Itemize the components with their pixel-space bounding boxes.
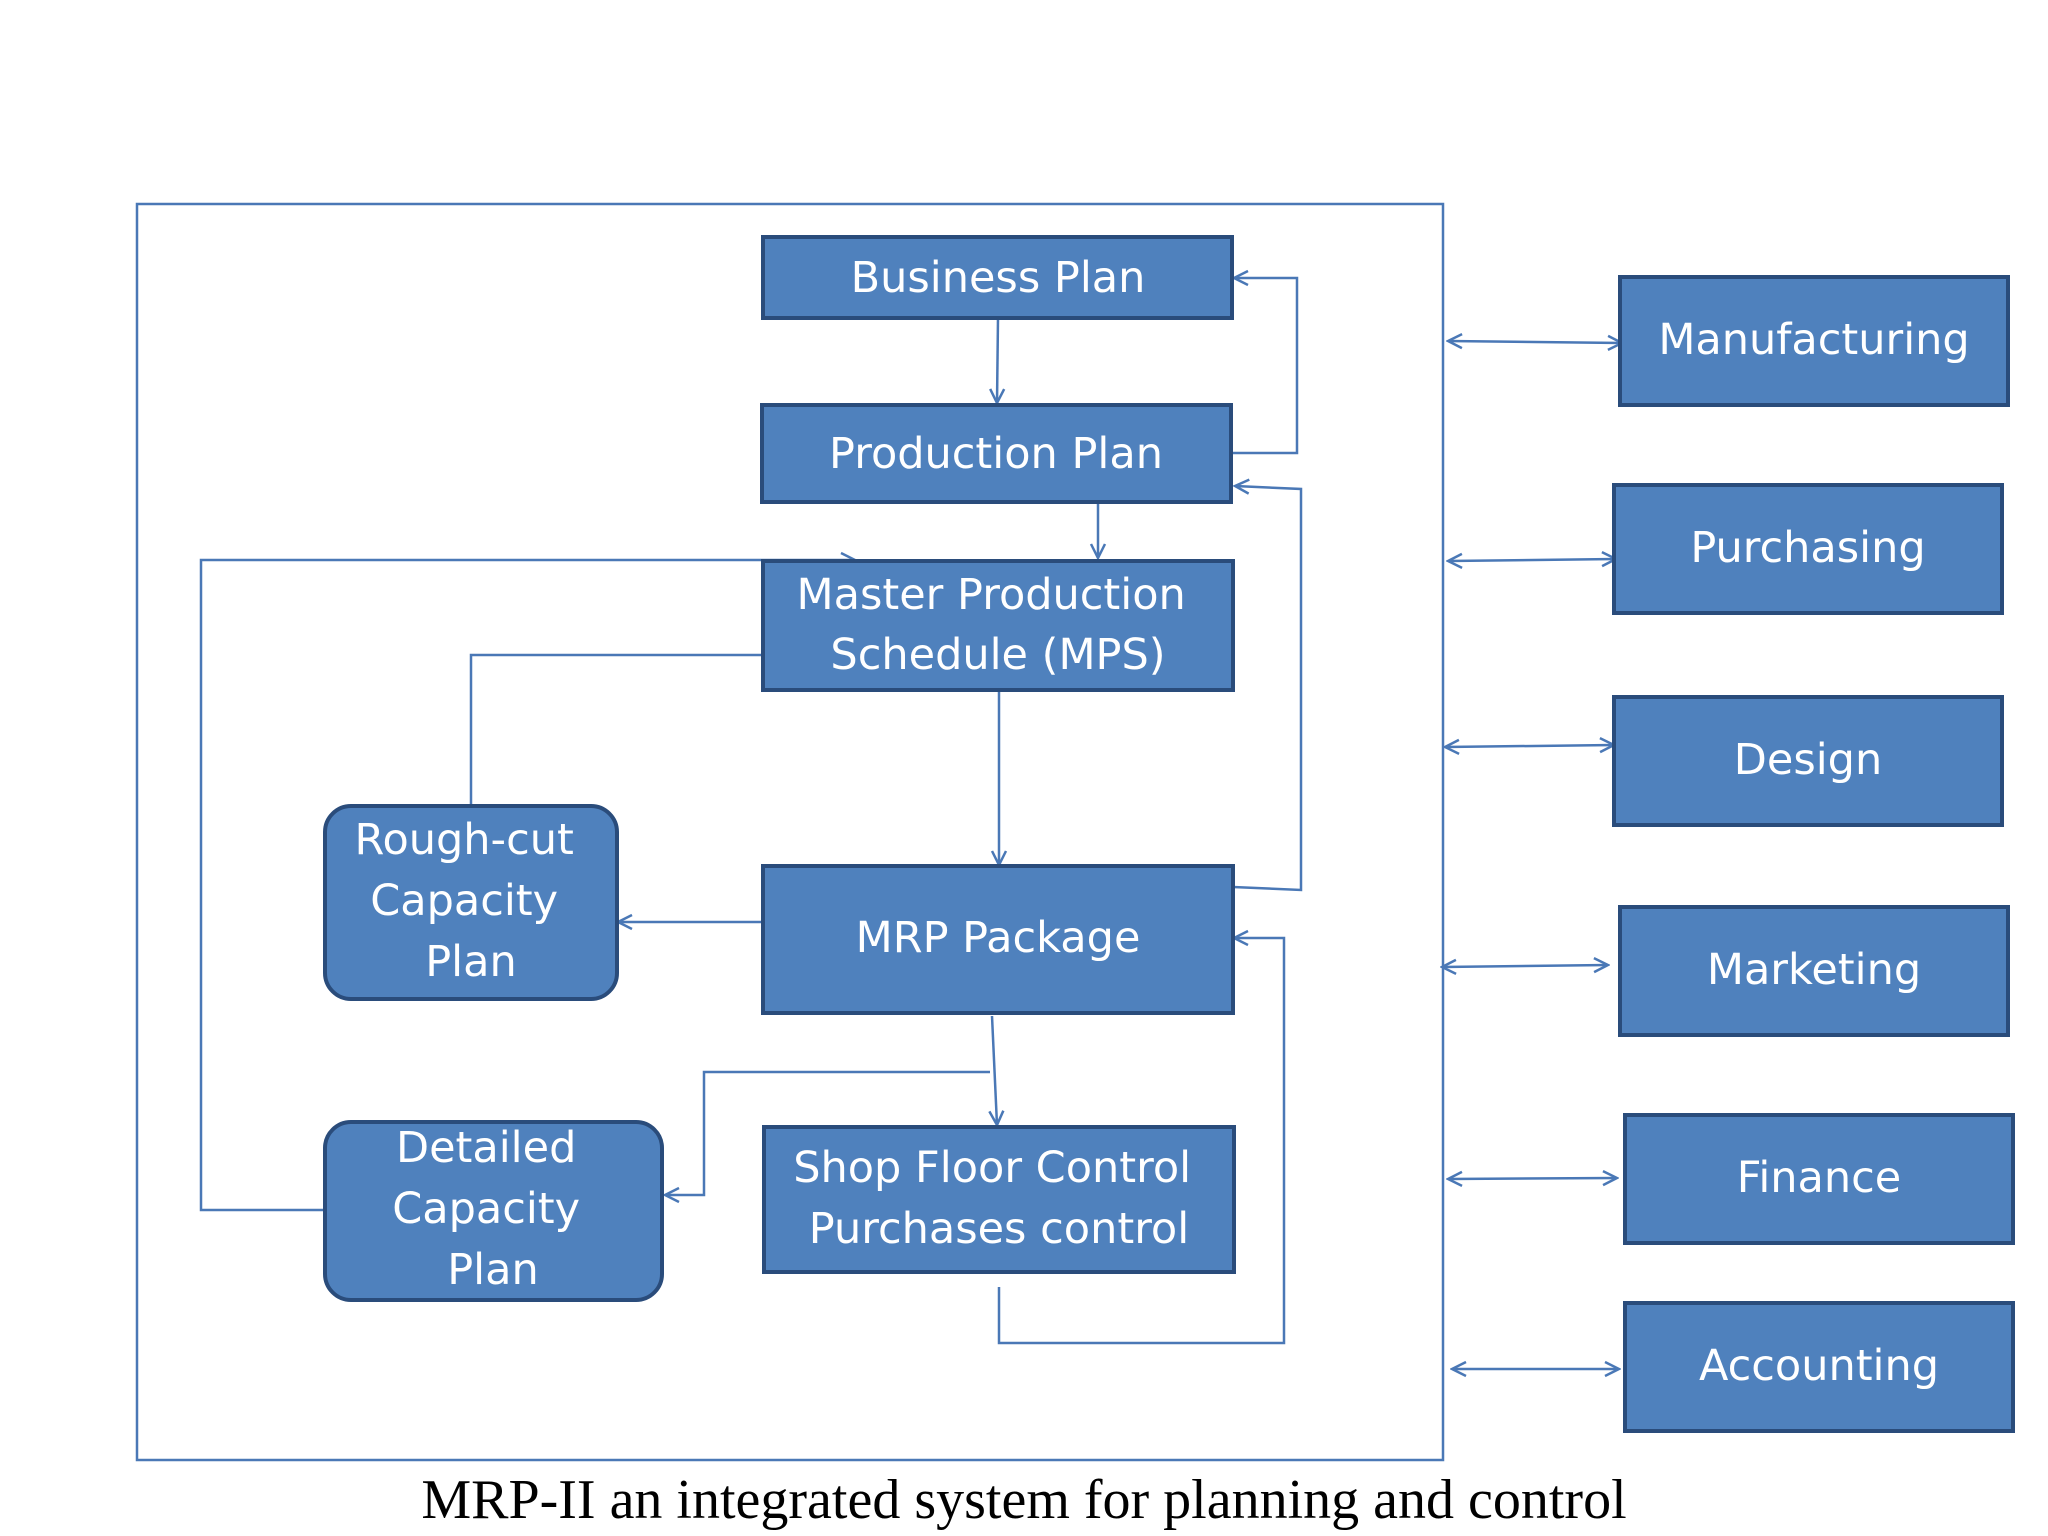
function-links	[1442, 341, 1622, 1369]
production-plan-box: Production Plan	[760, 403, 1233, 504]
system-boundary	[135, 202, 1445, 1462]
edge-mrp-feedback-to-production	[1233, 486, 1303, 892]
marketing-label: Marketing	[1707, 945, 1921, 995]
connectors	[199, 278, 1303, 1345]
mrp-package-box: MRP Package	[761, 864, 1235, 1015]
detailed-capacity-plan-box: Detailed Capacity Plan	[323, 1120, 664, 1302]
shop-floor-control-box: Shop Floor Control Purchases control	[762, 1125, 1236, 1274]
purchasing-label: Purchasing	[1690, 523, 1925, 573]
rough-cut-capacity-plan-label: Rough-cut Capacity Plan	[355, 815, 588, 987]
mps-label: Master Production Schedule (MPS)	[797, 570, 1200, 680]
edge-mps-to-rough-cut	[469, 653, 763, 805]
mps-box: Master Production Schedule (MPS)	[761, 559, 1235, 692]
edge-business-to-production	[997, 317, 998, 403]
edge-mrp-to-detailed-capacity	[665, 1070, 990, 1195]
accounting-label: Accounting	[1699, 1341, 1939, 1391]
link-manufacturing	[1448, 341, 1622, 343]
link-design	[1445, 745, 1614, 747]
link-finance	[1448, 1178, 1617, 1179]
shop-floor-control-label: Shop Floor Control Purchases control	[793, 1143, 1205, 1254]
link-purchasing	[1448, 559, 1616, 561]
marketing-box: Marketing	[1618, 905, 2010, 1037]
rough-cut-capacity-plan-box: Rough-cut Capacity Plan	[323, 804, 619, 1001]
edge-production-feedback-to-business	[1230, 278, 1299, 455]
business-plan-label: Business Plan	[851, 253, 1146, 303]
manufacturing-box: Manufacturing	[1618, 275, 2010, 407]
link-marketing	[1442, 965, 1608, 967]
finance-label: Finance	[1737, 1153, 1902, 1203]
manufacturing-label: Manufacturing	[1658, 315, 1969, 365]
mrp-package-label: MRP Package	[856, 913, 1141, 963]
accounting-box: Accounting	[1623, 1301, 2015, 1433]
purchasing-box: Purchasing	[1612, 483, 2004, 615]
design-box: Design	[1612, 695, 2004, 827]
detailed-capacity-plan-label: Detailed Capacity Plan	[392, 1123, 594, 1295]
production-plan-label: Production Plan	[829, 429, 1163, 479]
edge-shop-floor-feedback-to-mrp	[997, 938, 1286, 1345]
business-plan-box: Business Plan	[761, 235, 1234, 320]
diagram-caption: MRP-II an integrated system for planning…	[421, 1469, 1627, 1531]
edge-mrp-to-shop-floor	[992, 1015, 997, 1125]
design-label: Design	[1734, 735, 1882, 785]
edge-detailed-capacity-feedback-to-mps	[199, 560, 855, 1212]
finance-box: Finance	[1623, 1113, 2015, 1245]
